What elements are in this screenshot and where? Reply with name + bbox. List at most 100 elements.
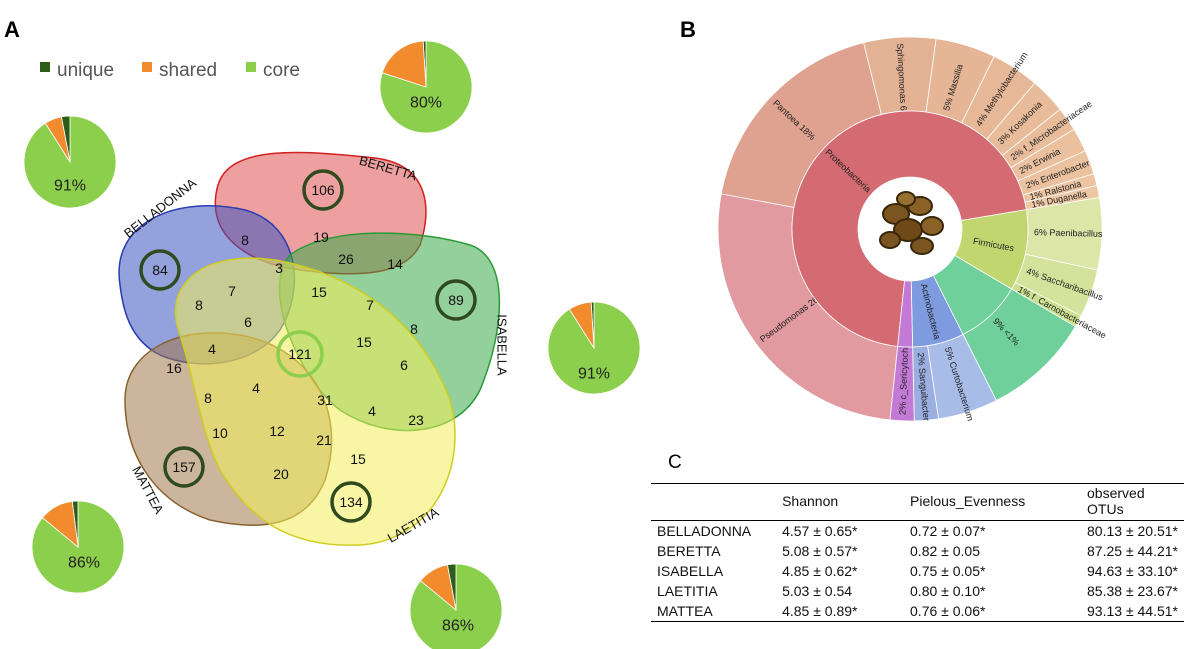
table-row: ISABELLA 4.85 ± 0.62* 0.75 ± 0.05* 94.63…: [651, 561, 1184, 581]
pie-label-laetitia: 86%: [442, 618, 474, 635]
krona-genus-label: Sphingomonas 6%: [895, 43, 909, 119]
venn-intersection: 4: [208, 341, 216, 357]
venn-intersection: 26: [338, 251, 354, 267]
bacteria-cell-icon: [896, 191, 916, 207]
pie-label-isabella: 91%: [578, 366, 610, 383]
venn-intersection: 7: [228, 283, 236, 299]
pie-chart-mattea: 86%: [31, 500, 125, 594]
table-header-row: Shannon Pielous_Evenness observed OTUs: [651, 483, 1184, 521]
table-cell: 0.80 ± 0.10*: [910, 583, 986, 599]
pie-label-beretta: 80%: [410, 95, 442, 112]
venn-intersection: 8: [195, 297, 203, 313]
pie-label-belladonna: 91%: [54, 178, 86, 195]
table-cell: LAETITIA: [657, 583, 718, 599]
table-cell: MATTEA: [651, 601, 777, 622]
legend-swatch-shared: [142, 62, 152, 72]
bacteria-cluster-icon: [879, 191, 944, 255]
diversity-table: Shannon Pielous_Evenness observed OTUs B…: [651, 483, 1184, 622]
venn-intersection: 12: [269, 423, 285, 439]
venn-intersection: 15: [356, 334, 372, 350]
krona-center-image: [860, 179, 960, 279]
table-header-cell: Shannon: [776, 483, 905, 521]
krona-phylum-segment: [897, 280, 914, 348]
unique-circle-laetitia: [330, 481, 372, 523]
bacteria-cell-icon: [879, 231, 901, 249]
table-cell: 94.63 ± 33.10*: [1087, 563, 1178, 579]
table-row: BELLADONNA 4.57 ± 0.65* 0.72 ± 0.07* 80.…: [651, 521, 1184, 542]
table-cell: 85.38 ± 23.67*: [1087, 583, 1178, 599]
venn-intersection: 21: [316, 432, 332, 448]
venn-intersection: 4: [368, 403, 376, 419]
venn-unique-isabella: 89: [448, 292, 464, 308]
unique-circle-beretta: [302, 169, 344, 211]
table-cell: 0.82 ± 0.05: [910, 543, 980, 559]
pie-slice-shared: [381, 40, 427, 88]
table-cell: 0.75 ± 0.05*: [910, 563, 986, 579]
table-row: MATTEA 4.85 ± 0.89* 0.76 ± 0.06* 93.13 ±…: [651, 601, 1184, 622]
bacteria-cell-icon: [920, 216, 944, 236]
table-header-cell: [651, 483, 777, 521]
table-header-cell: Pielous_Evenness: [904, 483, 1082, 521]
pie-slice-shared: [44, 116, 71, 163]
table-cell: 5.08 ± 0.57*: [782, 543, 858, 559]
legend-label-core: core: [263, 60, 300, 81]
legend-label-shared: shared: [159, 60, 217, 81]
table-cell: 93.13 ± 44.51*: [1081, 601, 1184, 622]
venn-unique-mattea: 157: [172, 459, 196, 475]
legend-swatch-unique: [40, 62, 50, 72]
venn-intersection: 19: [313, 229, 329, 245]
unique-circle-mattea: [163, 446, 205, 488]
venn-intersection: 14: [387, 256, 403, 272]
pie-chart-isabella: 91%: [547, 301, 641, 395]
pie-chart-laetitia: 86%: [409, 563, 503, 649]
venn-intersection: 16: [166, 360, 182, 376]
panel-label-b: B: [680, 17, 696, 42]
krona-genus-label: 6% Paenibacillus: [1034, 227, 1103, 239]
venn-intersection: 6: [244, 314, 252, 330]
table-cell: 4.85 ± 0.62*: [782, 563, 858, 579]
krona-phylum-segment: [791, 110, 1027, 347]
venn-intersection: 20: [273, 466, 289, 482]
table-cell: 4.57 ± 0.65*: [782, 523, 858, 539]
legend: unique shared core: [40, 60, 300, 81]
venn-intersection: 15: [311, 284, 327, 300]
pie-slice-shared: [41, 500, 79, 548]
venn-intersection: 8: [204, 390, 212, 406]
unique-circle-isabella: [435, 279, 477, 321]
venn-intersection: 31: [317, 392, 333, 408]
pie-label-mattea: 86%: [68, 555, 100, 572]
pie-chart-beretta: 80%: [379, 40, 473, 134]
table-cell: 0.76 ± 0.06*: [904, 601, 1082, 622]
venn-core-count: 121: [288, 346, 312, 362]
table-cell: ISABELLA: [657, 563, 724, 579]
venn-intersection: 23: [408, 412, 424, 428]
table-row: BERETTA 5.08 ± 0.57* 0.82 ± 0.05 87.25 ±…: [651, 541, 1184, 561]
panel-label-c: C: [668, 452, 682, 473]
venn-intersection: 3: [275, 260, 283, 276]
table-cell: 4.85 ± 0.89*: [776, 601, 905, 622]
table-cell: 80.13 ± 20.51*: [1087, 523, 1178, 539]
venn-unique-belladonna: 84: [152, 262, 168, 278]
core-circle: [276, 330, 324, 378]
unique-circle-belladonna: [139, 249, 181, 291]
table-cell: BERETTA: [657, 543, 721, 559]
venn-intersection: 6: [400, 357, 408, 373]
bacteria-cell-icon: [910, 237, 934, 255]
table-cell: BELLADONNA: [657, 523, 752, 539]
table-cell: 87.25 ± 44.21*: [1087, 543, 1178, 559]
table-cell: 5.03 ± 0.54: [782, 583, 853, 599]
venn-intersection: 8: [241, 232, 249, 248]
venn-intersection: 10: [212, 425, 228, 441]
venn-set-laetitia: [174, 257, 456, 546]
legend-label-unique: unique: [57, 60, 114, 81]
legend-swatch-core: [246, 62, 256, 72]
panel-label-a: A: [4, 17, 20, 42]
pie-slice-shared: [568, 301, 595, 349]
krona-phylum-segment: [932, 254, 1013, 335]
table-row: LAETITIA 5.03 ± 0.54 0.80 ± 0.10* 85.38 …: [651, 581, 1184, 601]
set-label-isabella: ISABELLA: [495, 314, 510, 376]
table-header-cell: observed OTUs: [1081, 483, 1184, 521]
venn-intersection: 7: [366, 297, 374, 313]
pie-chart-belladonna: 91%: [23, 115, 117, 209]
